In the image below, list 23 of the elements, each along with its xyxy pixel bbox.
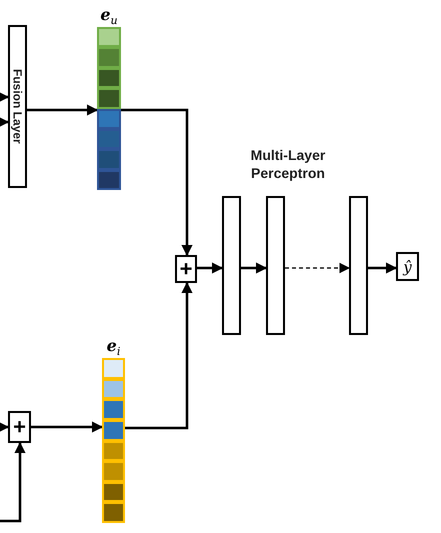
layer-bar: [222, 196, 241, 335]
arrow: [121, 108, 193, 256]
layer-bar: [266, 196, 285, 335]
output-box: ŷ: [396, 252, 419, 281]
sum-box: +: [8, 411, 31, 443]
arrow: [368, 262, 398, 274]
arrow: [0, 421, 10, 433]
layer-box: [8, 25, 27, 188]
arrow: [27, 104, 98, 116]
arrow: [0, 91, 10, 103]
arrow: [31, 421, 104, 433]
vector-label: e$_{u}$: [100, 5, 118, 27]
section-heading: Multi-Layer Perceptron: [250, 146, 326, 182]
arrow: [285, 262, 350, 274]
arrow: [125, 282, 193, 430]
arrow: [0, 442, 26, 522]
layer-bar: [349, 196, 368, 335]
layer-label: Fusion Layer: [10, 69, 24, 144]
arrow: [241, 262, 268, 274]
arrow: [0, 116, 10, 128]
sum-box: +: [175, 255, 197, 283]
arrow: [197, 262, 224, 274]
vector-label: e$_{i}$: [106, 336, 120, 358]
